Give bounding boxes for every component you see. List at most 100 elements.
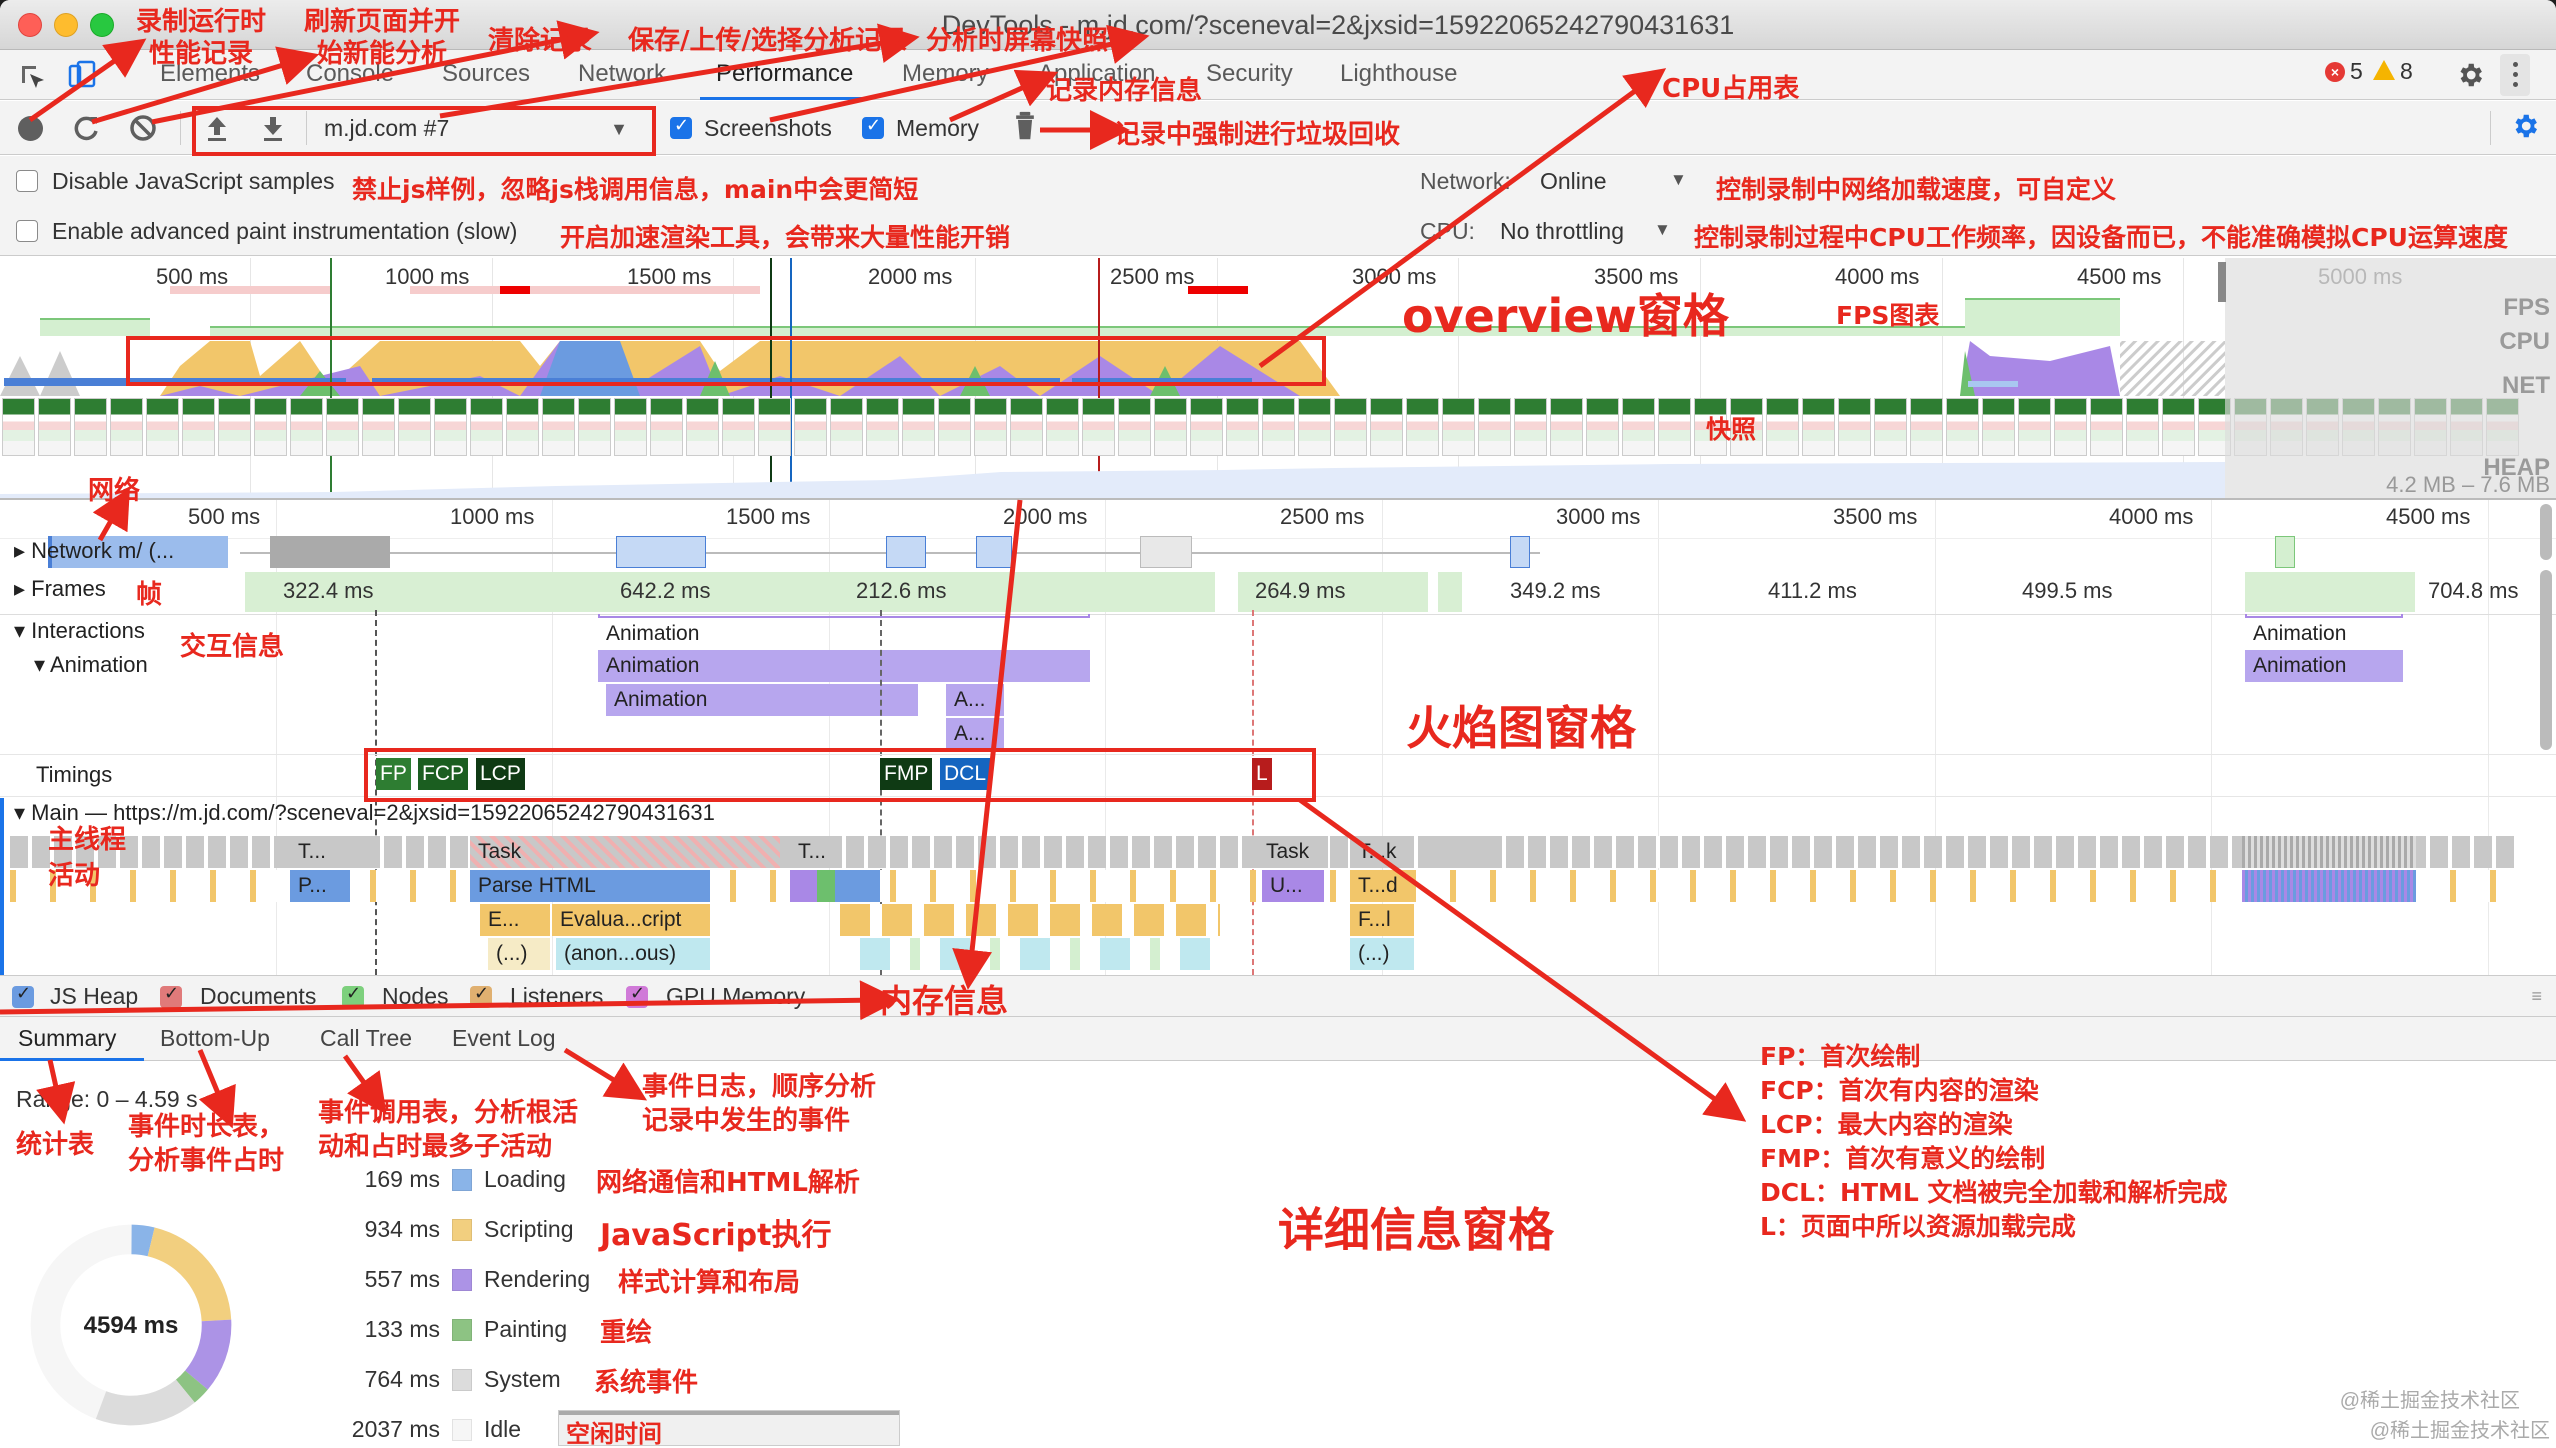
task-bar[interactable]: Task xyxy=(1258,836,1328,868)
maximize-window-button[interactable] xyxy=(90,13,114,37)
timing-marker-fmp[interactable]: FMP xyxy=(880,758,933,790)
evaluate-script-bar[interactable]: E... xyxy=(480,904,550,936)
task-bar[interactable]: T... xyxy=(790,836,840,868)
overview-tick: 4000 ms xyxy=(1835,264,1920,289)
js-frame-bar[interactable]: (...) xyxy=(488,938,550,970)
flame-scrollbar-thumb[interactable] xyxy=(2540,570,2552,750)
nodes-checkbox[interactable] xyxy=(342,983,364,1008)
timing-marker-load[interactable]: L xyxy=(1252,758,1272,790)
inspect-element-icon[interactable] xyxy=(18,62,48,92)
evaluate-script-bar[interactable]: Evalua...cript xyxy=(552,904,710,936)
main-thread-title: Main — https://m.jd.com/?sceneval=2&jxsi… xyxy=(31,800,715,825)
parse-html-bar[interactable]: Parse HTML xyxy=(470,870,710,902)
main-thread-track-label[interactable]: ▾ Main — https://m.jd.com/?sceneval=2&jx… xyxy=(14,800,715,825)
frame-bar[interactable] xyxy=(1438,572,1462,612)
category-time: 934 ms xyxy=(364,1216,440,1242)
frame-bar[interactable] xyxy=(2245,572,2415,612)
reload-record-icon[interactable] xyxy=(72,113,102,143)
disable-js-samples-checkbox[interactable] xyxy=(16,170,38,192)
gpu-memory-checkbox[interactable] xyxy=(626,983,648,1008)
resize-handle-icon[interactable]: ≡ xyxy=(2531,986,2542,1006)
listeners-checkbox[interactable] xyxy=(470,983,492,1008)
warning-icon[interactable] xyxy=(2373,60,2395,80)
flame-chart[interactable]: 500 ms 1000 ms 1500 ms 2000 ms 2500 ms 3… xyxy=(0,500,2556,975)
annotation-fps-chart: FPS图表 xyxy=(1836,301,1940,330)
garbage-collect-trash-icon[interactable] xyxy=(1010,111,1040,141)
interactions-track-label[interactable]: ▾ Interactions xyxy=(14,618,145,643)
network-track-label[interactable]: ▸ Network m/ (... xyxy=(14,538,175,563)
parse-html-bar[interactable]: P... xyxy=(290,870,350,902)
listeners-label: Listeners xyxy=(510,983,604,1009)
screenshot-filmstrip[interactable] xyxy=(0,398,2556,458)
error-icon[interactable]: × xyxy=(2325,62,2345,82)
overview-range-handle[interactable] xyxy=(2218,262,2226,302)
minimize-window-button[interactable] xyxy=(54,13,78,37)
animation-bar[interactable]: Animation xyxy=(606,684,918,716)
cpu-throttle-select[interactable]: No throttling ▼ xyxy=(1496,214,1676,248)
device-toolbar-icon[interactable] xyxy=(68,60,98,90)
tab-lighthouse[interactable]: Lighthouse xyxy=(1340,60,1458,87)
animation-bar[interactable]: Animation xyxy=(2245,650,2403,682)
js-frame-bar[interactable]: (anon...ous) xyxy=(556,938,710,970)
update-layer-bar[interactable]: U... xyxy=(1262,870,1324,902)
js-frame-bar[interactable]: (...) xyxy=(1350,938,1414,970)
animation-bar[interactable]: A... xyxy=(946,718,1004,750)
tab-call-tree[interactable]: Call Tree xyxy=(320,1025,413,1051)
more-options-button[interactable] xyxy=(2500,54,2530,96)
js-heap-checkbox[interactable] xyxy=(12,983,34,1008)
close-window-button[interactable] xyxy=(18,13,42,37)
frame-bar[interactable] xyxy=(1238,572,1428,612)
timing-marker-fp[interactable]: FP xyxy=(376,758,411,790)
flame-tick: 1000 ms xyxy=(450,504,535,529)
annotation-detail-pane: 详细信息窗格 xyxy=(1278,1203,1554,1257)
annotation-interactions: 交互信息 xyxy=(180,632,285,662)
details-tab-bar: Summary Bottom-Up Call Tree Event Log xyxy=(0,1017,2556,1061)
frame-bar[interactable] xyxy=(245,572,1215,612)
timing-marker-lcp[interactable]: LCP xyxy=(476,758,525,790)
documents-checkbox[interactable] xyxy=(160,983,182,1008)
tab-event-log[interactable]: Event Log xyxy=(452,1025,556,1051)
tab-performance[interactable]: Performance xyxy=(700,60,870,100)
long-task-bar[interactable]: Task xyxy=(470,836,780,868)
capture-settings-gear-icon[interactable] xyxy=(2510,111,2540,141)
clear-icon[interactable] xyxy=(128,113,158,143)
tab-security[interactable]: Security xyxy=(1206,60,1293,87)
tab-summary[interactable]: Summary xyxy=(0,1025,144,1061)
warning-count[interactable]: 8 xyxy=(2400,58,2413,84)
flame-scrollbar[interactable] xyxy=(2540,504,2552,560)
documents-label: Documents xyxy=(200,983,317,1009)
advanced-paint-checkbox[interactable] xyxy=(16,220,38,242)
timing-marker-fcp[interactable]: FCP xyxy=(418,758,468,790)
task-bar[interactable]: T... xyxy=(290,836,366,868)
annotation-screenshots: 分析时屏幕快照 xyxy=(926,26,1109,56)
tab-memory[interactable]: Memory xyxy=(902,60,989,87)
annotation-box-cpu xyxy=(126,336,1326,386)
tab-network[interactable]: Network xyxy=(578,60,667,87)
dropdown-arrow-icon: ▼ xyxy=(1670,170,1687,189)
timer-fired-bar[interactable]: T...d xyxy=(1350,870,1414,902)
network-track[interactable] xyxy=(0,538,2556,572)
screenshots-checkbox[interactable] xyxy=(670,115,692,139)
network-throttle-select[interactable]: Online ▼ xyxy=(1536,164,1687,198)
record-button[interactable] xyxy=(18,116,43,141)
task-bar[interactable]: T...k xyxy=(1350,836,1414,868)
frames-track-name: Frames xyxy=(31,576,106,601)
animation-track-label[interactable]: ▾ Animation xyxy=(34,652,148,677)
function-call-bar[interactable]: F...l xyxy=(1350,904,1414,936)
error-count[interactable]: 5 xyxy=(2350,58,2363,84)
summary-total: 4594 ms xyxy=(83,1312,179,1339)
animation-bar[interactable]: Animation xyxy=(598,650,1090,682)
download-profile-icon[interactable] xyxy=(258,113,288,143)
settings-gear-icon[interactable] xyxy=(2455,60,2485,90)
network-request-bar[interactable] xyxy=(48,536,228,568)
upload-profile-icon[interactable] xyxy=(202,113,232,143)
disable-js-samples-label: Disable JavaScript samples xyxy=(52,168,335,194)
annotation-loading: 网络通信和HTML解析 xyxy=(596,1168,860,1198)
frame-duration: 704.8 ms xyxy=(2428,578,2519,603)
memory-checkbox[interactable] xyxy=(862,115,884,139)
frames-track-label[interactable]: ▸ Frames xyxy=(14,576,106,601)
tab-bottom-up[interactable]: Bottom-Up xyxy=(160,1025,270,1051)
annotation-record: 录制运行时 性能记录 xyxy=(136,7,267,69)
animation-bar[interactable]: A... xyxy=(946,684,1004,716)
flame-tick: 4000 ms xyxy=(2109,504,2194,529)
